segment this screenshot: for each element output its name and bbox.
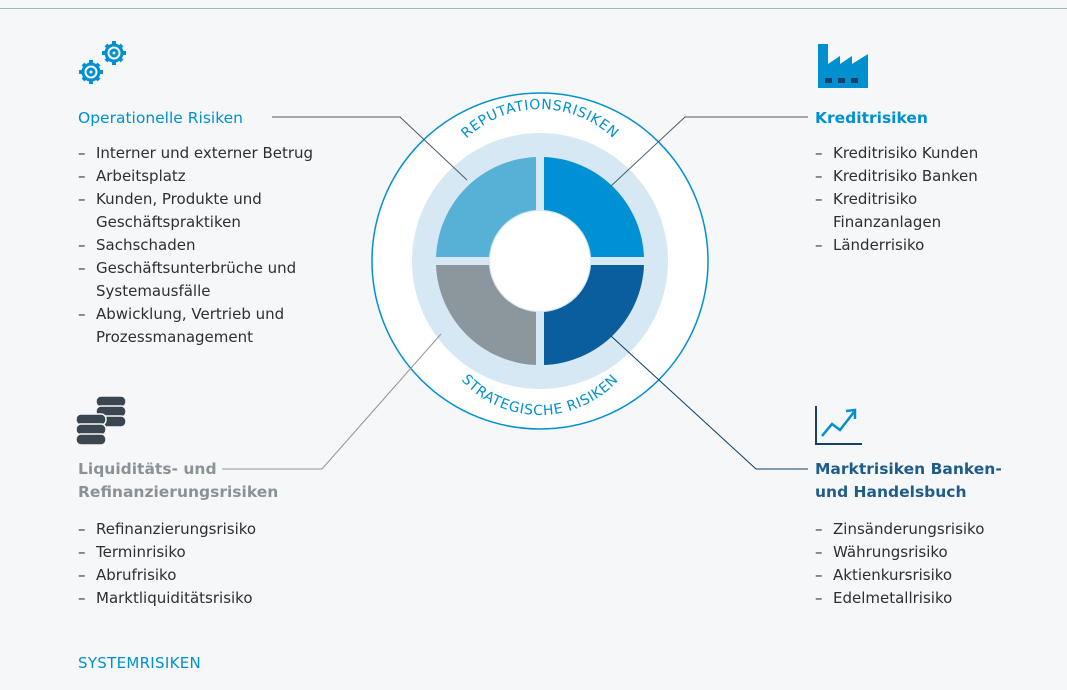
liquidity-risk-list: Refinanzierungsrisiko Terminrisiko Abruf…	[78, 518, 358, 610]
list-item: Währungsrisiko	[815, 541, 1055, 564]
list-item: Edelmetallrisiko	[815, 587, 1055, 610]
credit-risk-heading: Kreditrisiken	[815, 109, 928, 127]
liquidity-risk-block: Liquiditäts- und Refinanzierungsrisiken …	[78, 458, 358, 610]
list-item: Zinsänderungsrisiko	[815, 518, 1055, 541]
list-item: Arbeitsplatz	[78, 165, 358, 188]
list-item: Geschäftsunterbrüche und Systemausfälle	[78, 257, 336, 303]
operational-risk-block: Operationelle Risiken Interner und exter…	[78, 107, 358, 349]
liquidity-heading-line1: Liquiditäts- und	[78, 460, 217, 478]
credit-risk-block: Kreditrisiken Kreditrisiko Kunden Kredit…	[815, 107, 1045, 257]
market-risk-block: Marktrisiken Banken- und Handelsbuch Zin…	[815, 458, 1055, 610]
list-item: Marktliquiditätsrisiko	[78, 587, 358, 610]
operational-risk-list: Interner und externer Betrug Arbeitsplat…	[78, 142, 358, 349]
segment-operational	[436, 157, 536, 257]
system-risk-label: SYSTEMRISIKEN	[78, 654, 202, 672]
list-item: Abrufrisiko	[78, 564, 358, 587]
connector-liquidity	[222, 333, 442, 470]
segment-market	[544, 265, 644, 365]
list-item: Länderrisiko	[815, 234, 1045, 257]
liquidity-risk-heading: Liquiditäts- und Refinanzierungsrisiken	[78, 458, 358, 504]
list-item: Terminrisiko	[78, 541, 358, 564]
market-heading-line2: und Handelsbuch	[815, 483, 967, 501]
top-divider	[0, 8, 1067, 9]
market-risk-heading: Marktrisiken Banken- und Handelsbuch	[815, 458, 1055, 504]
connector-operational	[272, 116, 468, 181]
segment-credit	[544, 157, 644, 257]
list-item: Interner und externer Betrug	[78, 142, 358, 165]
operational-risk-heading: Operationelle Risiken	[78, 109, 243, 127]
list-item: Sachschaden	[78, 234, 358, 257]
list-item: Kunden, Produkte und Geschäftspraktiken	[78, 188, 296, 234]
trend-chart-icon	[814, 404, 864, 446]
factory-icon	[816, 40, 870, 90]
gears-icon	[74, 36, 132, 88]
list-item: Kreditrisiko Finanzanlagen	[815, 188, 973, 234]
list-item: Abwicklung, Vertrieb und Prozessmanageme…	[78, 303, 326, 349]
market-risk-list: Zinsänderungsrisiko Währungsrisiko Aktie…	[815, 518, 1055, 610]
credit-risk-list: Kreditrisiko Kunden Kreditrisiko Banken …	[815, 142, 1045, 257]
liquidity-heading-line2: Refinanzierungsrisiken	[78, 483, 279, 501]
coins-stack-icon	[74, 392, 132, 448]
list-item: Aktienkursrisiko	[815, 564, 1055, 587]
list-item: Kreditrisiko Kunden	[815, 142, 1045, 165]
segment-liquidity	[436, 265, 536, 365]
connector-market	[610, 335, 808, 470]
list-item: Refinanzierungsrisiko	[78, 518, 358, 541]
market-heading-line1: Marktrisiken Banken-	[815, 460, 1002, 478]
donut-center	[490, 211, 590, 311]
list-item: Kreditrisiko Banken	[815, 165, 1045, 188]
connector-credit	[610, 116, 808, 187]
